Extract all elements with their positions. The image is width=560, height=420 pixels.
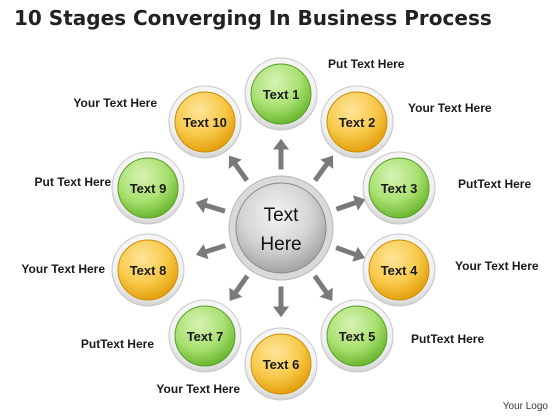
- stage-circle-4: [368, 239, 430, 301]
- stage-node-5: Text 5: [320, 299, 394, 373]
- stage-callout-6: Your Text Here: [156, 382, 240, 396]
- stage-node-9: Text 9: [111, 151, 185, 225]
- stage-node-2: Text 2: [320, 85, 394, 159]
- stage-callout-9: Put Text Here: [35, 175, 112, 189]
- stage-callout-5: PutText Here: [411, 332, 484, 346]
- arrow-1: [271, 137, 291, 171]
- center-text-line1: Text: [264, 205, 300, 226]
- arrows-group: [194, 137, 368, 319]
- page-title: 10 Stages Converging In Business Process: [14, 6, 492, 30]
- stage-label-8: Text 8: [130, 263, 167, 278]
- stage-node-7: Text 7: [168, 299, 242, 373]
- stage-label-10: Text 10: [183, 115, 227, 130]
- arrow-10: [227, 154, 251, 184]
- stage-node-4: Text 4: [362, 233, 436, 307]
- stage-callout-2: Your Text Here: [408, 101, 492, 115]
- stage-circle-10: [174, 91, 236, 153]
- center-hub: Text Here: [228, 175, 334, 281]
- arrow-8: [194, 241, 228, 261]
- stage-callout-1: Put Text Here: [328, 57, 405, 71]
- stage-circle-6: [250, 333, 312, 395]
- arrow-4: [333, 243, 367, 264]
- stage-node-10: Text 10: [168, 85, 242, 159]
- stage-circle-5: [326, 305, 388, 367]
- stage-callout-7: PutText Here: [81, 337, 154, 351]
- stage-circle-9: [117, 157, 179, 219]
- stage-circle-3: [368, 157, 430, 219]
- stage-callout-10: Your Text Here: [73, 96, 157, 110]
- stage-circle-1: [250, 63, 312, 125]
- arrow-3: [334, 193, 368, 213]
- stage-label-2: Text 2: [339, 115, 376, 130]
- arrow-6: [271, 285, 291, 319]
- center-circle: [235, 182, 327, 274]
- stage-label-6: Text 6: [263, 357, 300, 372]
- stage-label-3: Text 3: [381, 181, 418, 196]
- stage-node-3: Text 3: [362, 151, 436, 225]
- stage-circle-2: [326, 91, 388, 153]
- stage-label-1: Text 1: [263, 87, 300, 102]
- stage-circle-8: [117, 239, 179, 301]
- stage-label-5: Text 5: [339, 329, 376, 344]
- stage-circle-7: [174, 305, 236, 367]
- arrow-2: [311, 154, 335, 184]
- stage-node-1: Text 1: [244, 57, 318, 131]
- stage-callout-8: Your Text Here: [21, 262, 105, 276]
- stage-node-6: Text 6: [244, 327, 318, 401]
- stage-label-7: Text 7: [187, 329, 224, 344]
- logo-text: Your Logo: [502, 401, 548, 412]
- stage-label-4: Text 4: [381, 263, 418, 278]
- arrow-9: [194, 196, 227, 216]
- arrow-7: [228, 273, 251, 303]
- stage-node-8: Text 8: [111, 233, 185, 307]
- stage-label-9: Text 9: [130, 181, 167, 196]
- stage-callout-3: PutText Here: [458, 177, 531, 191]
- stage-callout-4: Your Text Here: [455, 259, 539, 273]
- center-text-line2: Here: [260, 234, 301, 255]
- arrow-5: [311, 273, 334, 303]
- stages-group: Text 1 Text 2 Text 3 Text 4 Text 5 Text 6 Text…: [111, 57, 436, 401]
